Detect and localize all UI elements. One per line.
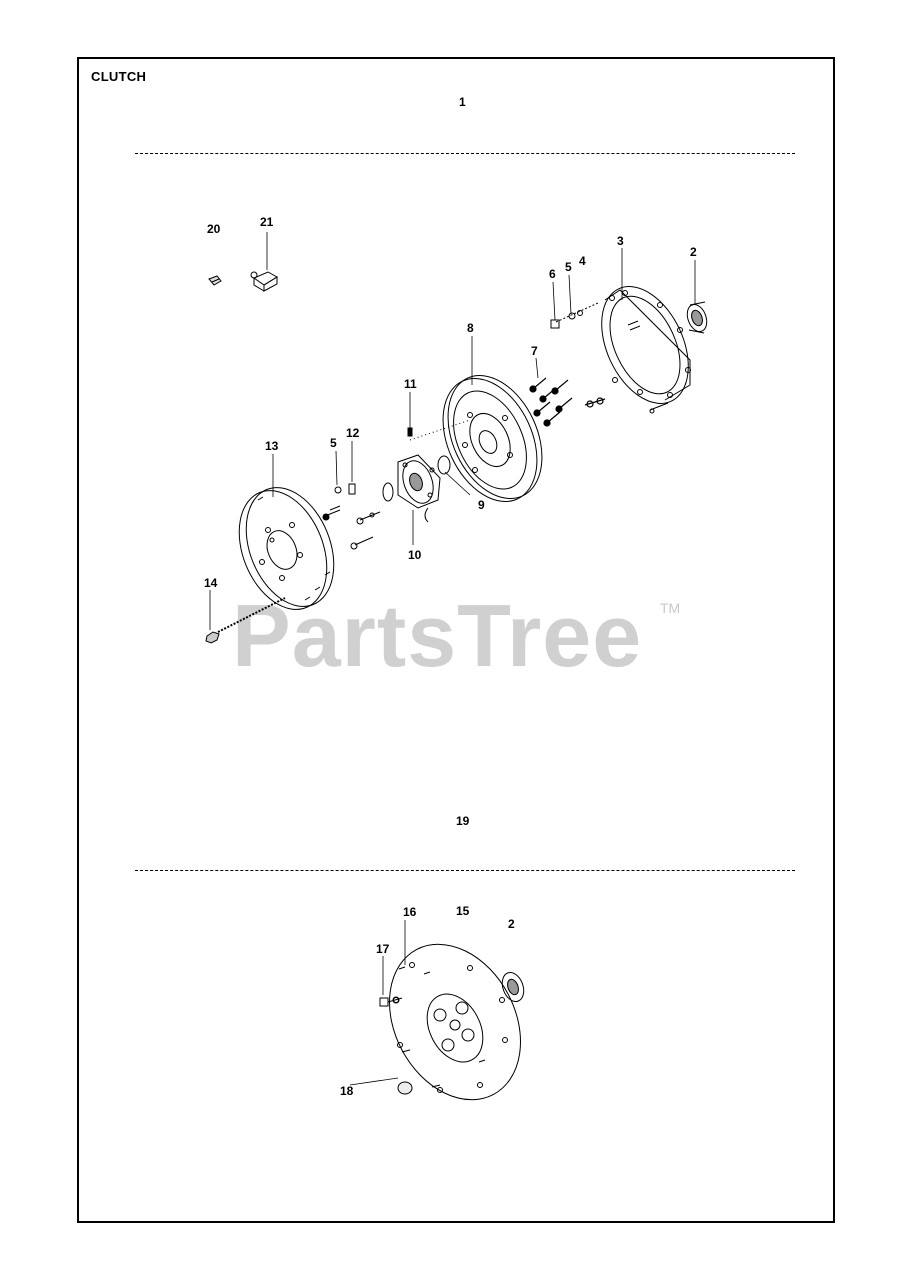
callout-14: 14 xyxy=(204,576,218,590)
clutch-hub xyxy=(382,419,471,523)
clutch-drum xyxy=(442,374,543,503)
screw-set-lower xyxy=(322,483,381,550)
callout-17: 17 xyxy=(376,942,390,956)
pin-part xyxy=(407,427,413,437)
callout-1: 1 xyxy=(459,95,466,109)
callout-2-lower: 2 xyxy=(508,917,515,931)
callout-4: 4 xyxy=(579,254,586,268)
callout-5-lower: 5 xyxy=(330,436,337,450)
clip-part xyxy=(208,275,222,286)
pulley-part xyxy=(238,487,335,610)
callout-6: 6 xyxy=(549,267,556,281)
flex-plate xyxy=(389,943,521,1101)
callout-12: 12 xyxy=(346,426,360,440)
watermark-trademark: TM xyxy=(660,600,681,616)
callout-7: 7 xyxy=(531,344,538,358)
callout-11: 11 xyxy=(404,377,417,391)
screw-set-upper xyxy=(550,302,599,329)
bearing-part xyxy=(686,301,708,334)
bolt-group xyxy=(529,377,606,427)
page-title: CLUTCH xyxy=(91,69,147,84)
callout-19: 19 xyxy=(456,814,470,828)
callout-8: 8 xyxy=(467,321,474,335)
page-frame xyxy=(77,57,835,1223)
bearing-part-lower xyxy=(501,971,525,1003)
spring-rod xyxy=(205,597,286,644)
callout-18: 18 xyxy=(340,1084,354,1098)
cover-plate xyxy=(601,286,691,414)
bolt-lower xyxy=(379,996,403,1007)
nut-lower xyxy=(397,1081,413,1095)
block-part xyxy=(250,271,278,292)
callout-10: 10 xyxy=(408,548,422,562)
section-divider-bottom xyxy=(135,870,795,871)
callout-5: 5 xyxy=(565,260,572,274)
callout-20: 20 xyxy=(207,222,221,236)
callout-2: 2 xyxy=(690,245,697,259)
callout-13: 13 xyxy=(265,439,279,453)
section-divider-top xyxy=(135,153,795,154)
callout-21: 21 xyxy=(260,215,274,229)
callout-16: 16 xyxy=(403,905,417,919)
leader-lines xyxy=(209,232,696,1086)
callout-9: 9 xyxy=(478,498,485,512)
callout-15: 15 xyxy=(456,904,470,918)
callout-3: 3 xyxy=(617,234,624,248)
watermark-text: PartsTree xyxy=(232,586,643,685)
